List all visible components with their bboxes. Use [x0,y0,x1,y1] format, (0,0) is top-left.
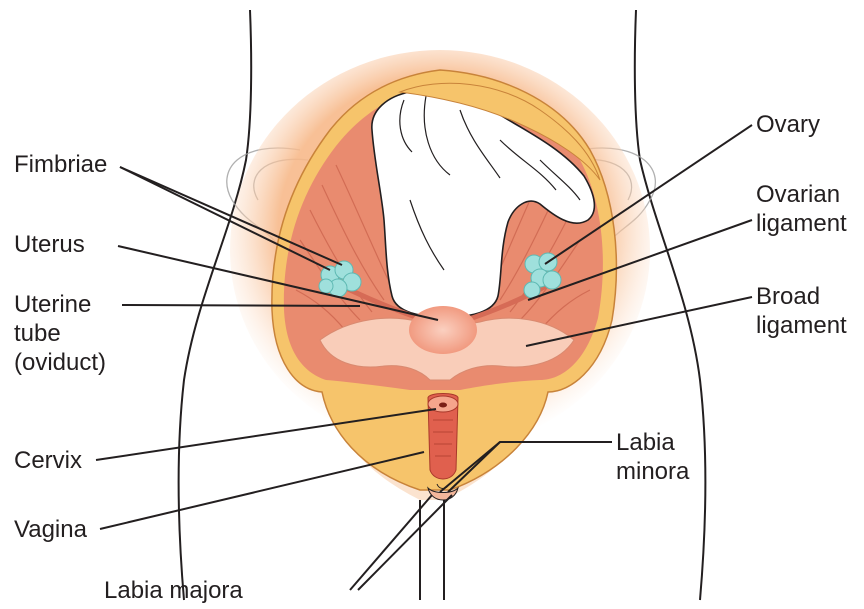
label-ovary: Ovary [756,110,820,139]
label-broad-ligament-line2: ligament [756,311,847,340]
label-vagina: Vagina [14,515,87,544]
leader-uterine-tube [122,305,360,306]
label-cervix: Cervix [14,446,82,475]
label-uterus: Uterus [14,230,85,259]
cervical-os [439,403,447,408]
label-broad-ligament: Broad ligament [756,282,847,340]
label-ovarian-ligament: Ovarian ligament [756,180,847,238]
label-labia-majora: Labia majora [104,576,243,605]
label-uterine-tube-line3: (oviduct) [14,348,106,377]
label-uterine-tube: Uterine tube (oviduct) [14,290,106,377]
label-labia-minora-line1: Labia [616,428,689,457]
leader-vagina [100,452,424,529]
label-labia-minora-line2: minora [616,457,689,486]
label-broad-ligament-line1: Broad [756,282,847,311]
uterus [409,306,477,354]
leader-labia-majora-2 [358,495,452,590]
label-uterine-tube-line1: Uterine [14,290,106,319]
label-labia-minora: Labia minora [616,428,689,486]
label-fimbriae: Fimbriae [14,150,107,179]
label-ovarian-ligament-line1: Ovarian [756,180,847,209]
label-ovarian-ligament-line2: ligament [756,209,847,238]
label-uterine-tube-line2: tube [14,319,106,348]
